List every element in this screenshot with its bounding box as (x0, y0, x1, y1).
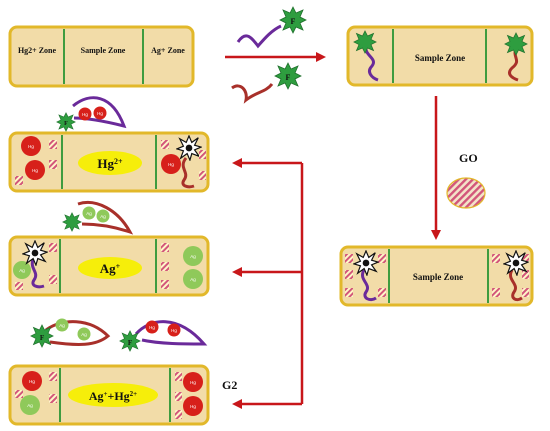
ion-label: Ag (100, 214, 106, 219)
ion-label: Hg (97, 111, 103, 116)
result-hg-label: Hg2+ (97, 156, 123, 171)
three-zone-strip: Hg2+ Zone Sample Zone Ag+ Zone (8, 25, 195, 88)
go-label: GO (459, 151, 478, 165)
both-result-strip: Hg Ag Ag++Hg2+ Hg Hg (8, 364, 210, 426)
free-probe-ag: F (231, 62, 302, 104)
ag-complex: Ag Ag (62, 201, 134, 235)
ag-complex-2: Ag Ag F (30, 318, 111, 348)
ion-label: Ag (81, 332, 87, 337)
ion-label: Ag (27, 403, 33, 408)
fluor-label: F (64, 121, 68, 127)
return-arrows (232, 158, 304, 409)
ion-label: Hg (82, 112, 88, 117)
fluor-label: F (286, 73, 291, 82)
ion-label: Hg (32, 168, 38, 173)
free-probe-hg: F (236, 6, 307, 49)
ion-label: Hg (149, 325, 155, 330)
ion-label: Hg (29, 379, 35, 384)
probe-strip: Sample Zone (346, 25, 534, 87)
hg-zone-label: Hg2+ Zone (18, 46, 57, 55)
sample-zone-label: Sample Zone (81, 46, 126, 55)
hg-result-strip: Hg Hg Hg2+ Hg (8, 131, 210, 193)
ag-result-strip: Ag Ag+ Ag Ag (8, 235, 210, 297)
ion-label: Hg (168, 162, 174, 167)
fluor-label: F (40, 334, 44, 342)
ion-label: Ag (19, 268, 25, 273)
result-ag-label: Ag+ (100, 261, 121, 276)
ion-label: Hg (190, 404, 196, 409)
hg-complex-2: Hg Hg F (119, 320, 208, 352)
ion-label: Ag (190, 277, 196, 282)
result-both-label: Ag++Hg2+ (89, 389, 137, 403)
ion-label: Ag (190, 254, 196, 259)
sample-zone-label: Sample Zone (413, 272, 463, 282)
ion-label: Hg (28, 144, 34, 149)
graphene-oxide (446, 177, 486, 209)
g2-label: G2 (222, 378, 237, 392)
quenched-strip: Sample Zone (339, 245, 534, 307)
fluor-label: F (128, 339, 132, 347)
ag-zone-label: Ag+ Zone (151, 46, 185, 55)
fluor-label: F (291, 17, 296, 26)
ion-label: Hg (190, 380, 196, 385)
ion-label: Ag (59, 323, 65, 328)
hg-complex: Hg Hg F (56, 96, 127, 132)
ion-label: Hg (171, 328, 177, 333)
sample-zone-label: Sample Zone (415, 53, 465, 63)
ion-label: Ag (86, 211, 92, 216)
